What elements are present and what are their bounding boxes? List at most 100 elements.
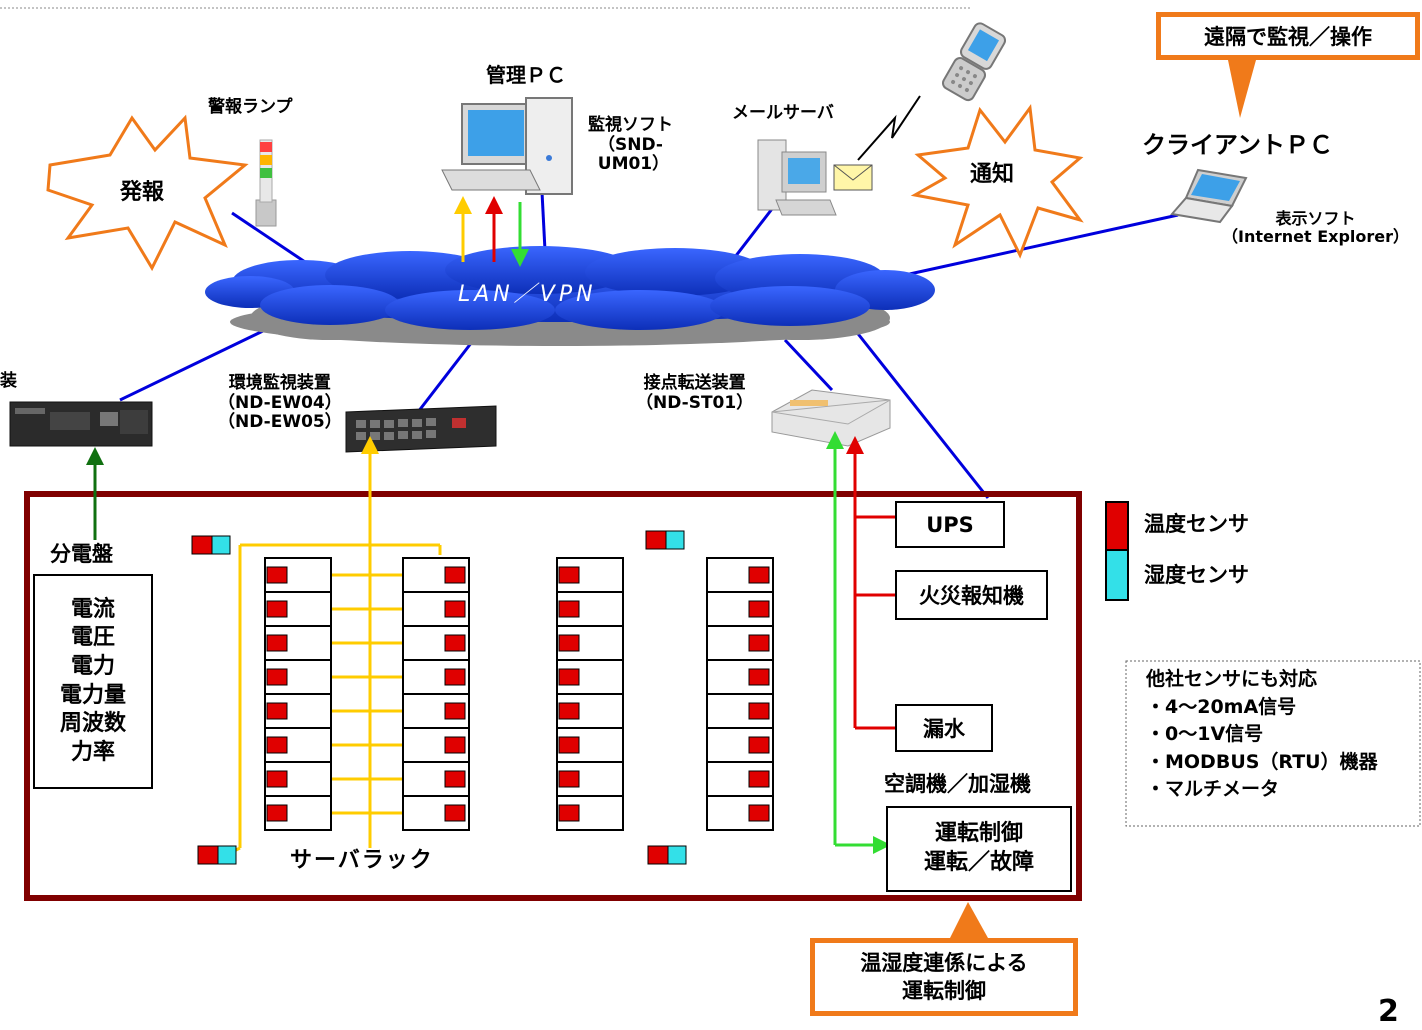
mail-server-icon: [757, 139, 837, 216]
temperature-sensor: [444, 668, 466, 686]
hvac-functions-box: 運転制御 運転／故障: [886, 806, 1072, 892]
temperature-sensor: [558, 566, 580, 584]
mail-server-label: メールサーバ: [732, 103, 834, 123]
water-leak-box: 漏水: [895, 704, 993, 752]
linked-control-pointer: [950, 902, 988, 938]
server-rack-label: サーバラック: [290, 848, 434, 873]
network-links: [119, 191, 1179, 499]
server-rack: [264, 557, 332, 831]
sensor-pair: [197, 845, 237, 865]
ups-box: UPS: [895, 501, 1005, 548]
temperature-sensor: [444, 566, 466, 584]
temperature-sensor: [266, 668, 288, 686]
temperature-sensor: [444, 804, 466, 822]
hvac-label: 空調機／加湿機: [884, 772, 1031, 796]
fire-alarm-box: 火災報知機: [895, 570, 1048, 620]
legend-temperature-label: 温度センサ: [1144, 512, 1249, 536]
admin-pc-label: 管理ＰＣ: [486, 63, 566, 87]
alarm-lamp-label: 警報ランプ: [208, 97, 293, 117]
temperature-sensor: [558, 736, 580, 754]
temperature-sensor: [558, 668, 580, 686]
sensor-pair: [191, 535, 231, 555]
temperature-sensor: [558, 770, 580, 788]
server-rack: [706, 557, 774, 831]
alarm-lamp-icon: [255, 139, 277, 227]
server-racks: [264, 557, 774, 831]
third-party-item: ・0～1V信号: [1146, 723, 1264, 746]
temperature-sensor: [266, 566, 288, 584]
temperature-sensor: [748, 736, 770, 754]
sensor-pair: [647, 845, 687, 865]
env-monitor-label: 環境監視装置 （ND-EW04） （ND-EW05）: [218, 373, 342, 433]
rack-unit: [264, 625, 332, 661]
temperature-sensor: [558, 804, 580, 822]
wireless-signal: [857, 95, 921, 161]
display-software-label: 表示ソフト （Internet Explorer）: [1222, 209, 1410, 247]
facility-frame: [24, 491, 1082, 901]
distribution-board-label: 分電盤: [50, 542, 113, 566]
temperature-sensor: [266, 634, 288, 652]
notify-burst-text: 通知: [970, 162, 1015, 187]
contact-transfer-label: 接点転送装置 （ND-ST01）: [636, 373, 754, 413]
temperature-sensor: [444, 736, 466, 754]
rack-unit: [402, 591, 470, 627]
client-pc-label: クライアントＰＣ: [1142, 131, 1334, 159]
third-party-box: [1125, 660, 1421, 827]
rack-unit: [402, 795, 470, 831]
third-party-title: 他社センサにも対応: [1146, 668, 1318, 690]
remote-callout: 遠隔で監視／操作: [1156, 12, 1420, 60]
left-device-icon: [9, 401, 153, 447]
third-party-content: 他社センサにも対応・4～20mA信号・0～1V信号・MODBUS（RTU）機器・…: [1146, 666, 1378, 804]
measurement-item: 電圧: [70, 625, 115, 651]
temperature-sensor: [266, 804, 288, 822]
envelope-icon: [833, 164, 873, 191]
temperature-sensor: [748, 600, 770, 618]
temperature-sensor: [266, 736, 288, 754]
measurement-item: 周波数: [59, 711, 126, 737]
sensor-pair: [645, 530, 685, 550]
temperature-sensor: [444, 634, 466, 652]
temperature-sensor: [558, 634, 580, 652]
temperature-sensor: [748, 804, 770, 822]
legend-temperature-swatch: [1105, 501, 1129, 551]
measurement-item: 電力: [70, 653, 115, 679]
rack-unit: [264, 795, 332, 831]
lan-vpn-cloud: [205, 246, 935, 346]
third-party-item: ・MODBUS（RTU）機器: [1146, 750, 1378, 773]
admin-pc-icon: [441, 97, 573, 195]
temperature-sensor: [748, 634, 770, 652]
monitor-software-label: 監視ソフト （SND- UM01）: [588, 115, 673, 175]
temperature-sensor: [266, 770, 288, 788]
third-party-item: ・4～20mA信号: [1146, 695, 1297, 718]
linked-control-callout: 温湿度連係による 運転制御: [810, 938, 1078, 1016]
legend-humidity-label: 湿度センサ: [1144, 563, 1249, 587]
measurement-item: 力率: [70, 739, 115, 765]
alarm-burst-shape: [46, 114, 249, 272]
legend-humidity-swatch: [1105, 549, 1129, 601]
network-label: LAN／VPN: [458, 282, 597, 307]
temperature-sensor: [266, 702, 288, 720]
contact-transfer-icon: [771, 389, 891, 447]
temperature-sensor: [748, 702, 770, 720]
measurement-item: 電流: [70, 596, 115, 622]
rack-unit: [556, 557, 624, 593]
server-rack: [402, 557, 470, 831]
page-number: 2: [1378, 994, 1399, 1029]
temperature-sensor: [444, 600, 466, 618]
measurement-item: 電力量: [59, 682, 126, 708]
temperature-sensor: [266, 600, 288, 618]
remote-callout-pointer: [1228, 60, 1256, 118]
client-laptop-icon: [1170, 168, 1248, 224]
temperature-sensor: [748, 770, 770, 788]
mobile-phone-icon: [941, 22, 1007, 102]
alarm-burst-text: 発報: [120, 180, 165, 205]
temperature-sensor: [444, 702, 466, 720]
temperature-sensor: [748, 668, 770, 686]
temperature-sensor: [558, 600, 580, 618]
temperature-sensor: [444, 770, 466, 788]
left-device-label-fragment: 装: [0, 371, 17, 391]
distribution-board-box: 電流 電圧 電力 電力量 周波数 力率: [33, 574, 153, 789]
notify-burst-shape: [910, 104, 1084, 259]
third-party-item: ・マルチメータ: [1146, 778, 1280, 801]
